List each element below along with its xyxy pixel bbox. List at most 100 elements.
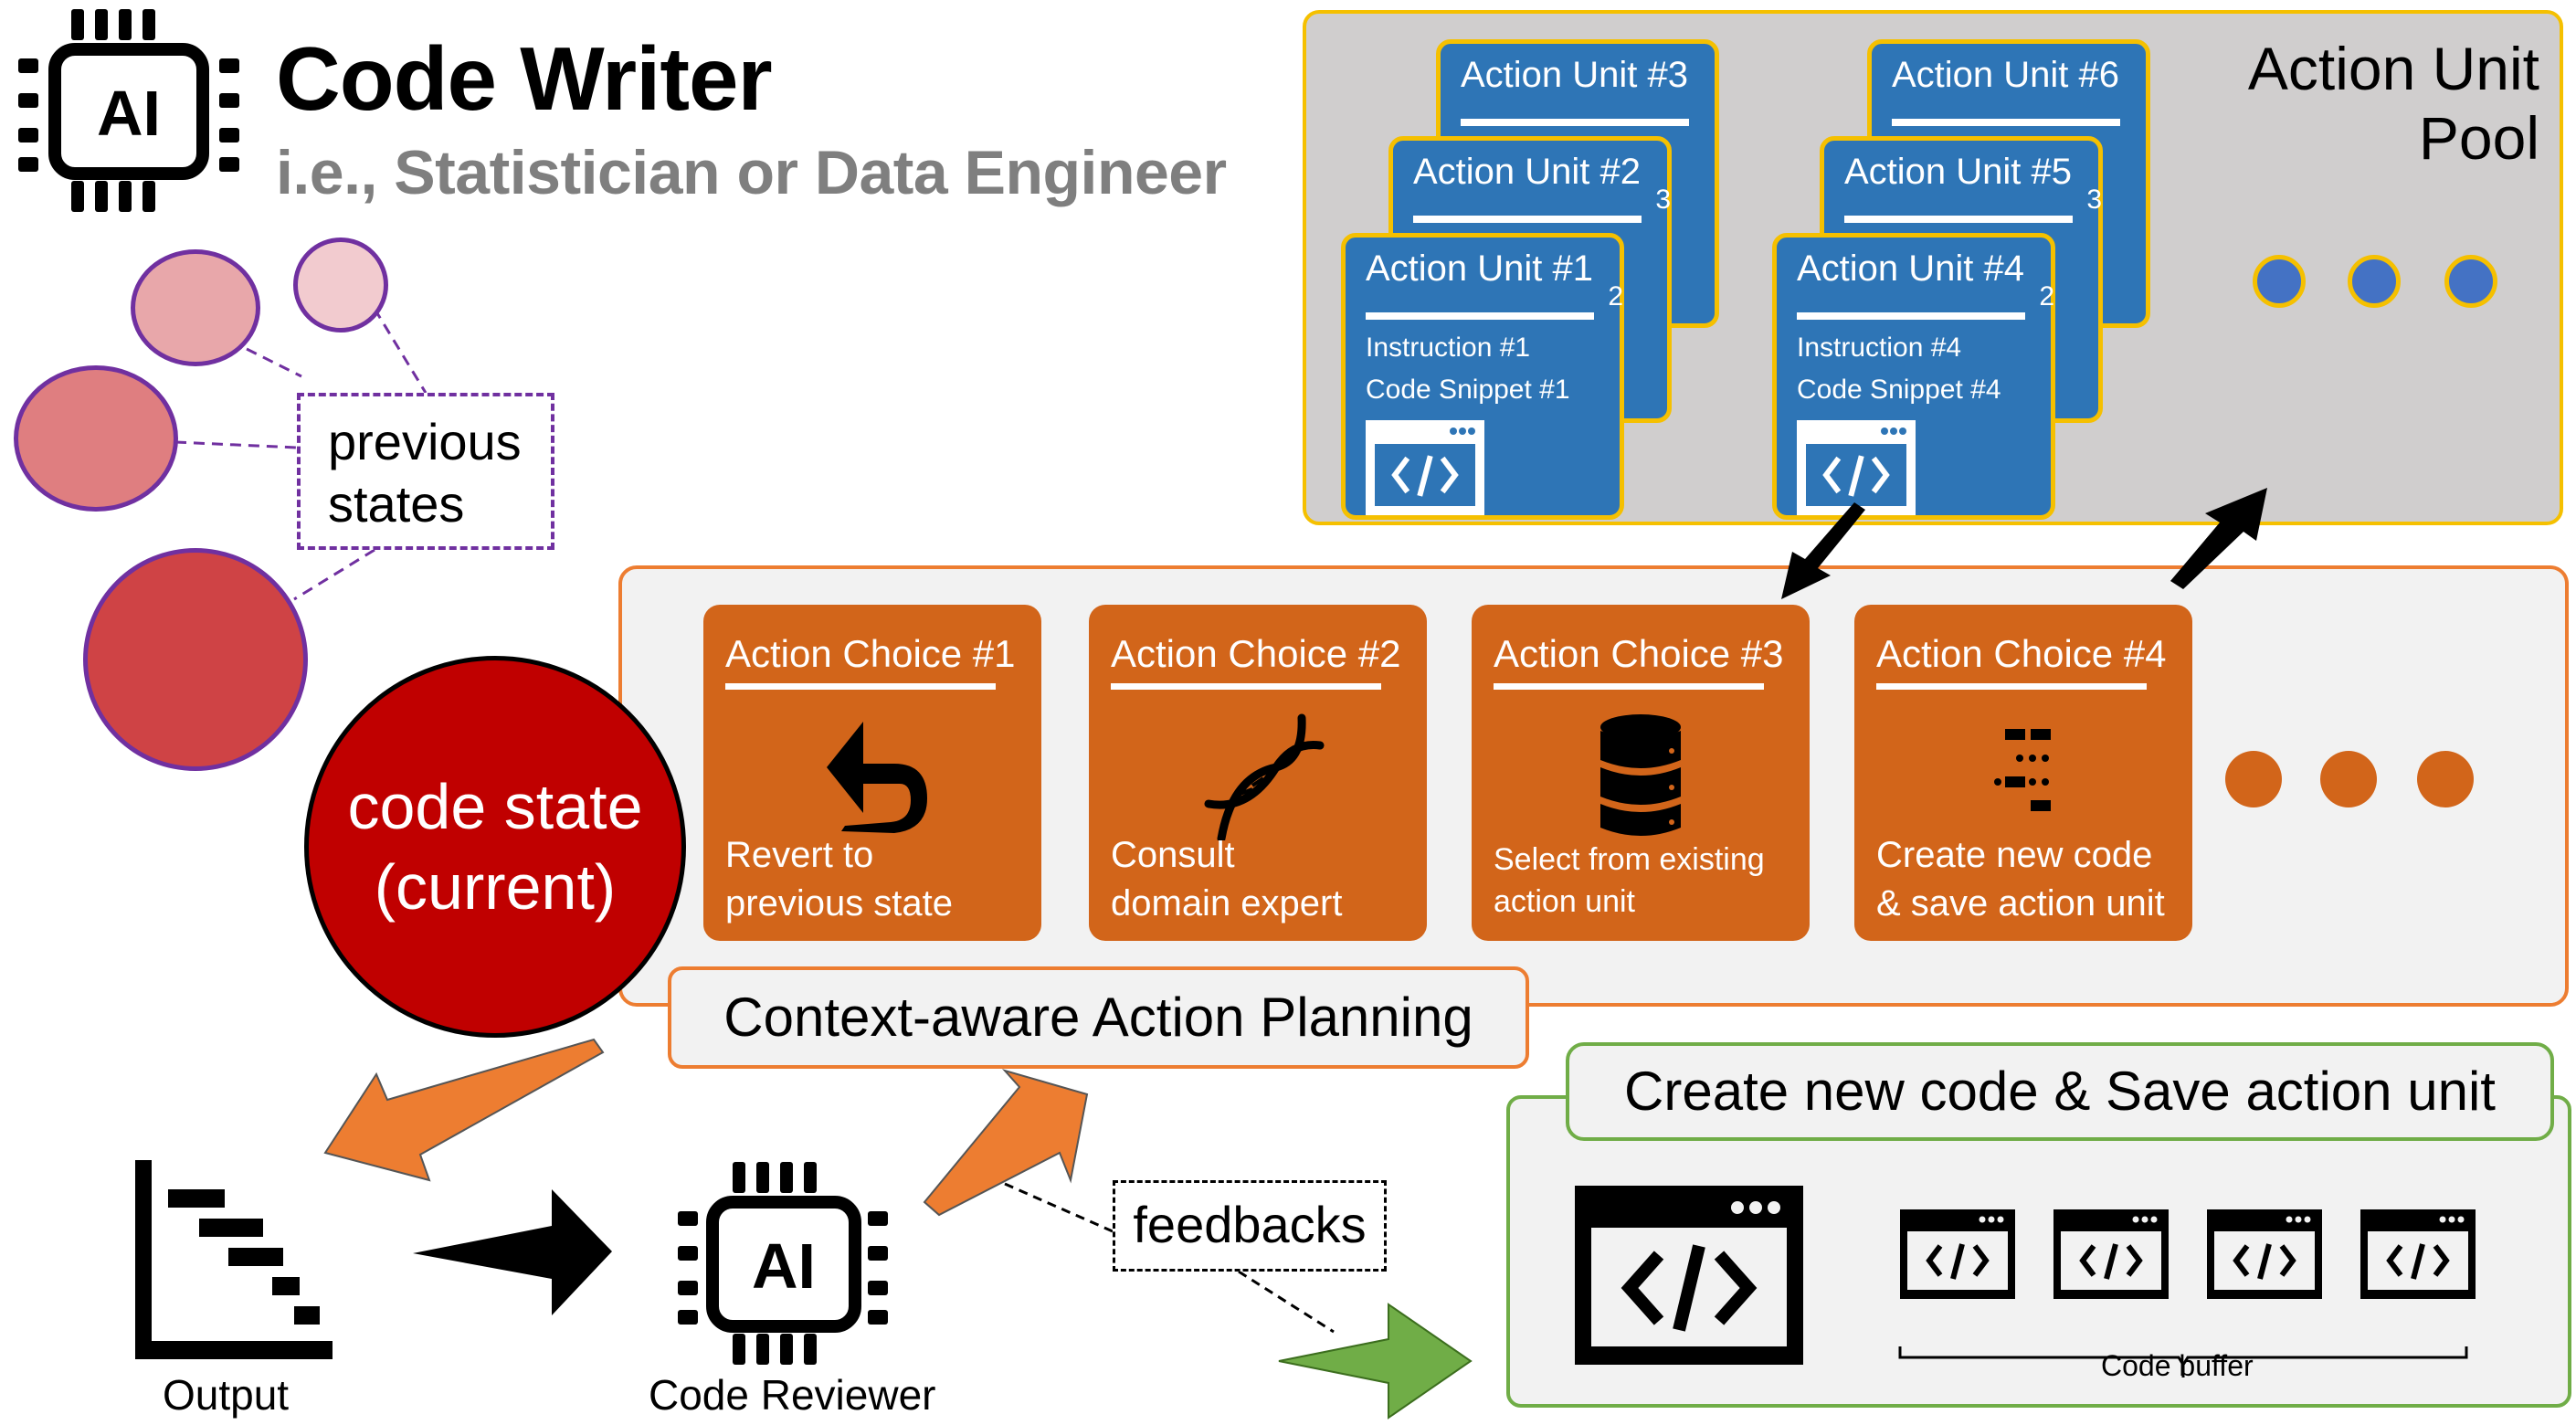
unit-divider [1413,216,1642,223]
unit-title: Action Unit #5 [1844,152,2073,192]
feedback-connector [1238,1270,1335,1334]
arrow-output-to-reviewer [413,1189,612,1315]
current-state-line2: (current) [374,851,617,923]
code-reviewer-label: Code Reviewer [649,1371,936,1419]
choice-desc-line1: Revert to [725,835,874,875]
choice-desc-line1: Consult [1111,835,1235,875]
choice-description: Revert to previous state [725,831,953,928]
action-unit-pool: Action Unit Pool Action Unit #3 Action U… [1303,10,2563,525]
choice-divider [1876,683,2147,690]
code-buffer-item [1900,1209,2015,1304]
unit-divider [1461,119,1689,126]
action-choice-create[interactable]: Action Choice #4 Create new code & save … [1854,605,2192,941]
app-subtitle: i.e., Statistician or Data Engineer [276,138,1227,207]
unit-snippet: Code Snippet #1 [1366,375,1570,405]
unit-instruction: Instruction #1 [1366,332,1531,363]
choice-desc-line1: Create new code [1876,835,2153,875]
arrow-choice-to-pool [2170,488,2267,589]
unit-title: Action Unit #4 [1797,248,2025,289]
unit-title: Action Unit #6 [1892,55,2120,95]
code-reviewer-icon: AI [676,1160,901,1367]
choice-divider [725,683,996,690]
current-state-line1: code state [347,771,643,842]
previous-state-circle-1 [83,548,308,771]
previous-state-circle-2 [14,365,178,512]
choice-divider [1111,683,1381,690]
pool-title: Action Unit Pool [2248,34,2539,173]
unit-divider [1844,216,2073,223]
code-window-icon [1366,420,1484,515]
connector-line [174,440,298,449]
unit-title: Action Unit #2 [1413,152,1642,192]
choice-desc-line2: previous state [725,883,954,924]
output-chart-icon [135,1160,333,1359]
arrow-reviewer-to-planning [923,1069,1089,1217]
action-unit-card[interactable]: Action Unit #1 2 Instruction #1 Code Sni… [1341,233,1624,520]
unit-divider [1366,312,1594,320]
create-code-title: Create new code & Save action unit [1566,1042,2554,1141]
svg-text:AI: AI [752,1230,816,1302]
context-aware-planning-label: Context-aware Action Planning [668,966,1529,1069]
choice-divider [1494,683,1764,690]
action-choice-select[interactable]: Action Choice #3 Select from existing ac… [1472,605,1810,941]
undo-arrow-icon [827,722,927,833]
choice-desc-line2: domain expert [1111,883,1343,924]
ellipsis-dot [2320,751,2377,808]
dna-icon [1204,713,1325,840]
choice-title: Action Choice #2 [1111,632,1401,675]
output-label: Output [163,1371,290,1419]
previous-state-circle-4 [293,238,388,332]
feedbacks-label: feedbacks [1113,1180,1387,1272]
action-unit-card[interactable]: Action Unit #4 2 Instruction #4 Code Sni… [1772,233,2055,520]
choice-title: Action Choice #1 [725,632,1016,675]
action-choice-consult[interactable]: Action Choice #2 Consult domain expert [1089,605,1427,941]
code-blocks-icon [1994,729,2051,811]
arrow-feedback-to-create [1278,1303,1473,1420]
current-code-state: code state (current) [304,656,686,1038]
previous-states-line2: states [328,475,465,533]
ellipsis-dot [2417,751,2474,808]
pool-title-line1: Action Unit [2247,35,2539,102]
main-code-window-icon [1575,1186,1803,1365]
choice-title: Action Choice #3 [1494,632,1784,675]
ellipsis-dot [2225,751,2282,808]
choice-desc-line1: Select from existing [1494,842,1765,877]
unit-stack-mark: 3 [2086,185,2102,215]
feedback-connector [1004,1182,1114,1233]
code-buffer-item [2053,1209,2169,1304]
connector-line [246,347,302,378]
unit-stack-mark: 3 [1655,185,1671,215]
code-window-icon [2053,1209,2169,1299]
app-title: Code Writer [276,28,773,129]
code-window-icon [2360,1209,2476,1299]
unit-stack-mark: 2 [2039,281,2054,311]
unit-title: Action Unit #1 [1366,248,1594,289]
previous-states-line1: previous [328,413,522,470]
connector-line [293,548,375,601]
choice-description: Consult domain expert [1111,831,1342,928]
ellipsis-dot [2253,255,2306,308]
unit-divider [1797,312,2025,320]
action-choice-revert[interactable]: Action Choice #1 Revert to previous stat… [703,605,1041,941]
code-window-icon [2207,1209,2322,1299]
ellipsis-dot [2444,255,2497,308]
unit-stack-mark: 2 [1608,281,1623,311]
previous-state-circle-3 [131,249,260,366]
code-buffer-item [2207,1209,2322,1304]
code-window-icon [1900,1209,2015,1299]
choice-title: Action Choice #4 [1876,632,2167,675]
svg-text:AI: AI [97,78,161,149]
arrow-state-to-output [323,1038,605,1182]
connector-line [373,308,428,394]
database-icon [1600,714,1681,836]
unit-divider [1892,119,2120,126]
choice-description: Select from existing action unit [1494,839,1765,923]
arrow-unit-to-choice [1781,502,1865,599]
unit-instruction: Instruction #4 [1797,332,1962,363]
choice-description: Create new code & save action unit [1876,831,2165,928]
choice-desc-line2: action unit [1494,884,1635,919]
ellipsis-dot [2348,255,2401,308]
code-window-icon [1797,420,1916,515]
